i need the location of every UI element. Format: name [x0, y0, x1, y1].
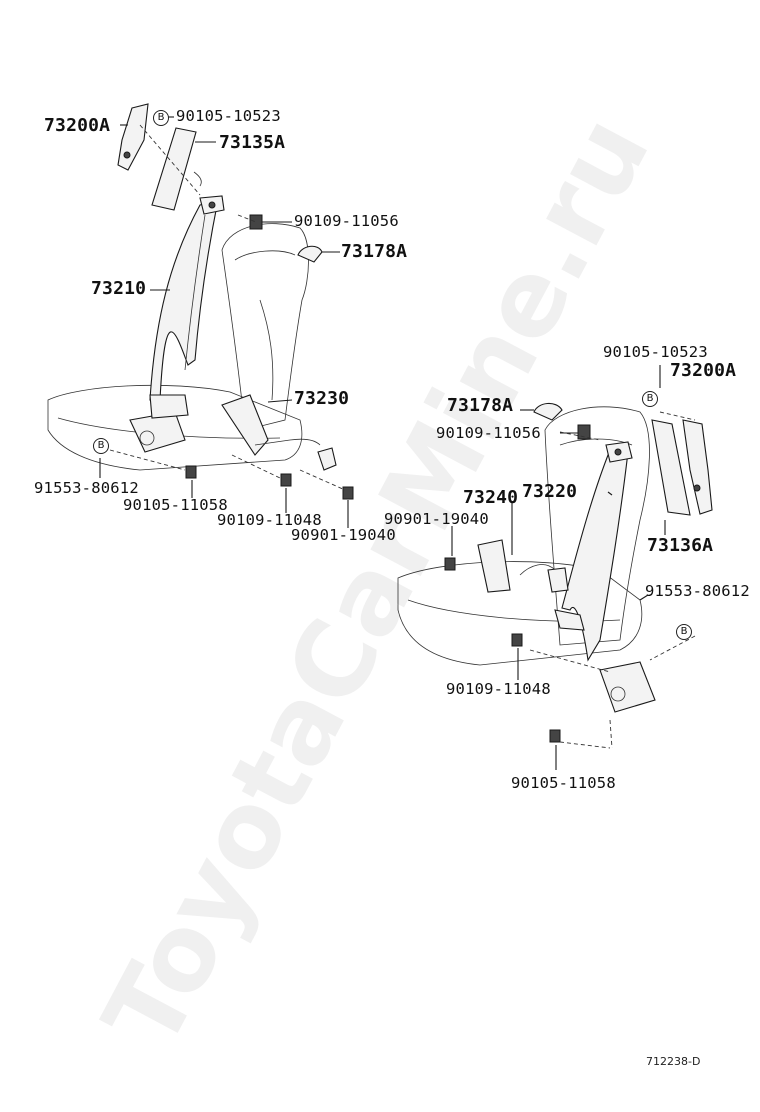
right-pillar-cover [651, 419, 691, 516]
right-seat-back [544, 406, 650, 646]
badge-b-3: B [642, 391, 658, 407]
label-73178a-right: 73178A [447, 395, 514, 416]
left-bolt-90901-19040 [342, 486, 354, 500]
label-73210: 73210 [91, 278, 147, 299]
label-90901-19040-left: 90901-19040 [291, 526, 396, 544]
right-buckle [477, 539, 511, 593]
label-73220: 73220 [522, 481, 578, 502]
right-bolt-90105-11058 [549, 729, 561, 743]
right-retractor [599, 661, 656, 713]
right-bolt-90109-11048 [511, 633, 523, 647]
right-anchor-cap [533, 402, 563, 421]
left-bolt-90105-11058 [185, 465, 197, 479]
label-90109-11056-right: 90109-11056 [436, 424, 541, 442]
label-73200a-right: 73200A [670, 360, 737, 381]
label-90105-10523-right: 90105-10523 [603, 343, 708, 361]
left-seat-back [221, 223, 309, 431]
left-seat-cushion [47, 384, 303, 471]
label-73240: 73240 [463, 487, 519, 508]
label-90105-11058-left: 90105-11058 [123, 496, 228, 514]
label-90901-19040-right: 90901-19040 [384, 510, 489, 528]
left-bolt-90109-11056 [249, 214, 263, 230]
label-73135a: 73135A [219, 132, 286, 153]
left-bolt-90109-11048 [280, 473, 292, 487]
left-belt-webbing [149, 199, 219, 401]
badge-b-4: B [676, 624, 692, 640]
right-bolt-90901-19040 [444, 557, 456, 571]
right-seat-cushion [397, 561, 643, 666]
label-90105-10523-left: 90105-10523 [176, 107, 281, 125]
left-anchor-cap [297, 245, 323, 263]
label-90109-11048-right: 90109-11048 [446, 680, 551, 698]
label-73200a-left: 73200A [44, 115, 111, 136]
label-91553-80612-right: 91553-80612 [645, 582, 750, 600]
label-90109-11048-left: 90109-11048 [217, 511, 322, 529]
label-73230: 73230 [294, 388, 350, 409]
left-height-adjuster [117, 103, 149, 171]
badge-b-1: B [153, 110, 169, 126]
label-73178a-left: 73178A [341, 241, 408, 262]
left-buckle [221, 394, 269, 456]
label-73136a: 73136A [647, 535, 714, 556]
label-90105-11058-right: 90105-11058 [511, 774, 616, 792]
label-91553-80612-left: 91553-80612 [34, 479, 139, 497]
label-90109-11056-left: 90109-11056 [294, 212, 399, 230]
badge-b-2: B [93, 438, 109, 454]
right-height-adjuster [682, 419, 713, 515]
drawing-code: 712238-D [646, 1055, 701, 1068]
left-pillar-cover [151, 127, 197, 211]
right-bolt-90109-11056 [577, 424, 591, 440]
